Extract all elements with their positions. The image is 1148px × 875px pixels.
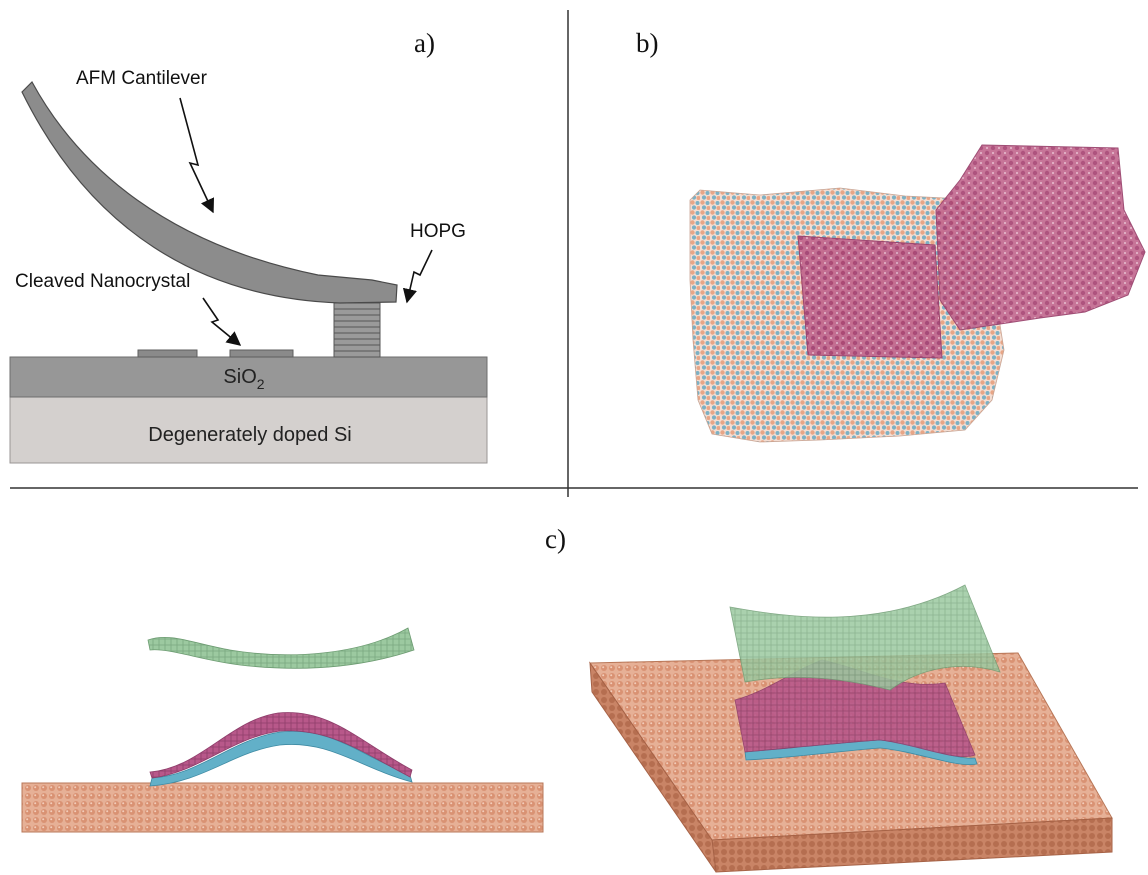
panel-a-label: a) (414, 28, 435, 58)
graphene-flake-front (797, 235, 943, 359)
panel-c-label: c) (545, 524, 566, 554)
nanocrystal-flake (137, 349, 198, 358)
afm-cantilever (21, 81, 398, 304)
si-layer (9, 396, 488, 464)
substrate-slab-left (589, 661, 717, 873)
si-layer-label: Degenerately doped Si (148, 424, 351, 446)
hopg-arrow (402, 249, 433, 304)
panel-a: a) Degenerately doped Si SiO2 (9, 28, 488, 464)
panel-b: b) (636, 28, 1146, 443)
cantilever-label: AFM Cantilever (76, 68, 208, 89)
perspective-view-simulation (589, 584, 1113, 873)
nanocrystal-arrow (202, 297, 242, 346)
panel-b-label: b) (636, 28, 659, 58)
hopg-label: HOPG (410, 221, 466, 242)
side-view-simulation (21, 627, 544, 833)
green-sheet (147, 627, 415, 669)
sio2-layer-label: SiO2 (223, 366, 264, 392)
green-sheet-perspective (729, 584, 1001, 691)
cantilever-arrow (179, 97, 215, 214)
cyan-sheet (149, 730, 413, 787)
nanocrystal-flake (229, 349, 294, 358)
substrate-slab-side (21, 782, 544, 833)
panel-c: c) (21, 524, 1113, 873)
graphene-flake-rear (935, 144, 1146, 331)
magenta-sheet (149, 712, 413, 779)
hopg-stack (333, 302, 381, 358)
nanocrystal-label: Cleaved Nanocrystal (15, 271, 190, 292)
